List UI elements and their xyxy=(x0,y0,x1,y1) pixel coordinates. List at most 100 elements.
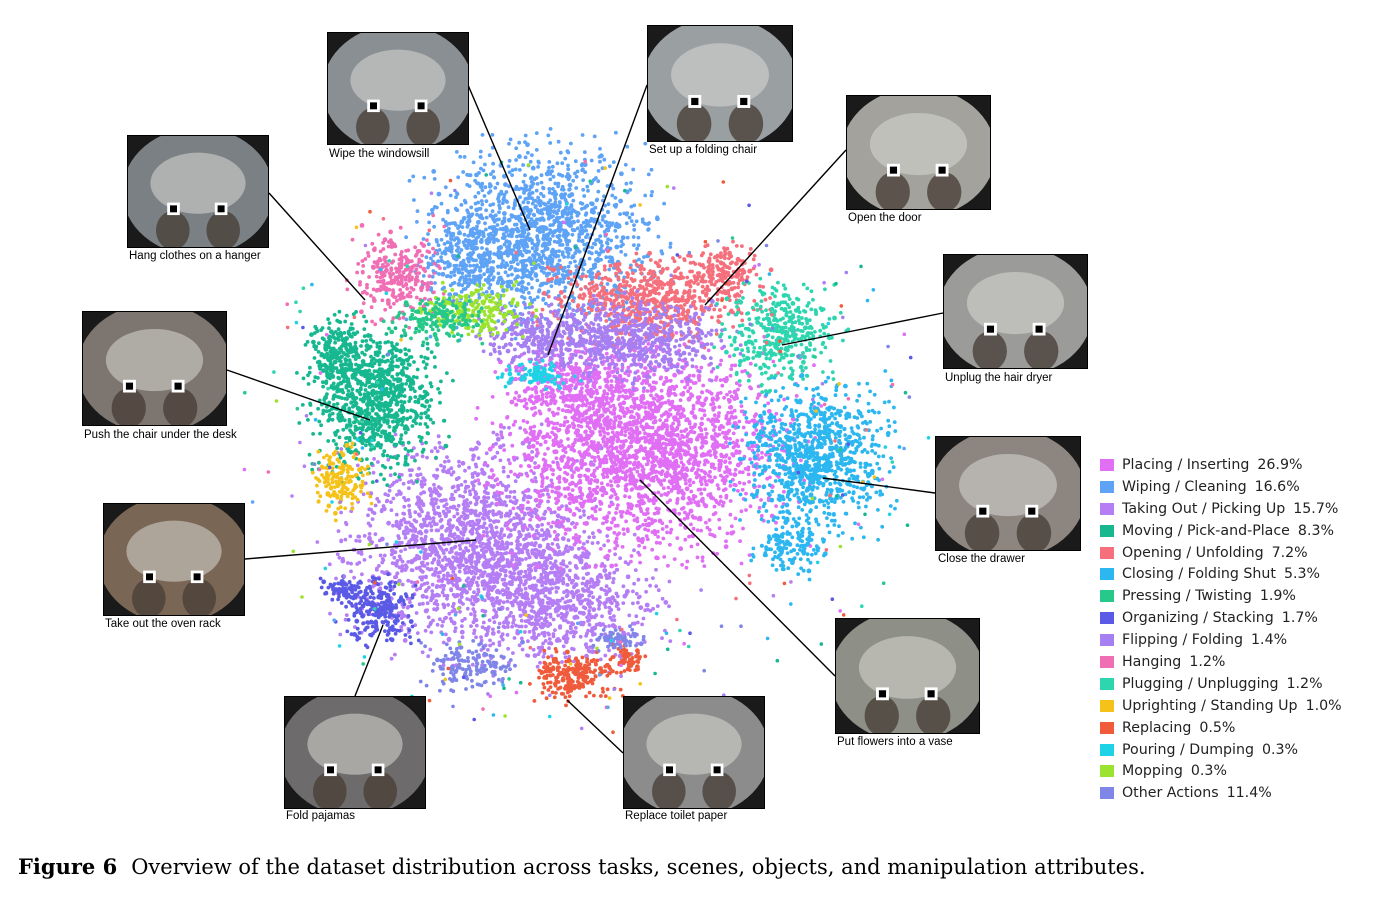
scatter-point xyxy=(483,162,487,167)
scatter-point xyxy=(362,534,367,538)
scatter-point xyxy=(501,564,505,569)
scatter-point xyxy=(461,510,466,515)
scatter-point xyxy=(527,238,532,243)
scatter-point xyxy=(445,577,449,582)
scatter-point xyxy=(475,406,480,410)
scatter-point xyxy=(516,228,520,232)
scatter-point xyxy=(565,593,570,598)
scatter-point xyxy=(509,399,515,405)
scatter-point xyxy=(598,146,602,151)
scatter-point xyxy=(474,527,479,532)
scatter-point xyxy=(426,232,430,236)
scatter-point xyxy=(571,521,575,525)
scatter-point xyxy=(463,278,467,283)
scatter-point xyxy=(625,574,631,580)
scatter-point xyxy=(623,494,627,499)
scatter-point xyxy=(521,200,526,205)
scatter-point xyxy=(668,639,673,643)
scatter-point xyxy=(527,576,531,581)
scatter-point xyxy=(553,196,558,201)
scatter-point xyxy=(392,555,397,560)
scatter-point xyxy=(489,596,494,601)
scatter-point xyxy=(438,584,443,589)
scatter-point xyxy=(604,584,609,589)
scatter-point xyxy=(545,575,550,580)
scatter-point xyxy=(682,414,686,418)
scatter-point xyxy=(607,587,612,592)
scatter-point xyxy=(529,508,533,513)
scatter-point xyxy=(537,198,542,203)
scatter-point xyxy=(432,557,437,562)
scatter-point xyxy=(617,223,622,228)
scatter-point xyxy=(458,494,462,498)
scatter-point xyxy=(538,230,542,235)
scatter-point xyxy=(404,520,409,525)
scatter-point xyxy=(513,552,518,556)
scatter-point xyxy=(587,612,592,617)
scatter-point xyxy=(491,266,495,271)
scatter-point xyxy=(541,296,546,301)
scatter-point xyxy=(491,641,496,646)
scatter-point xyxy=(559,195,564,200)
scatter-point xyxy=(639,424,644,428)
scatter-point xyxy=(691,373,696,378)
scatter-point xyxy=(532,297,537,302)
scatter-point xyxy=(572,228,577,233)
scatter-point xyxy=(498,458,503,463)
scatter-point xyxy=(434,599,439,603)
scatter-point xyxy=(548,141,553,145)
scatter-point xyxy=(535,234,540,238)
scatter-point xyxy=(472,575,476,579)
scatter-point xyxy=(425,608,430,613)
scatter-point xyxy=(530,548,535,553)
scatter-point xyxy=(538,442,543,447)
scatter-point xyxy=(632,548,636,553)
scatter-point xyxy=(435,622,440,627)
scatter-point xyxy=(433,522,437,527)
scatter-point xyxy=(420,509,424,514)
scatter-point xyxy=(444,233,449,238)
scatter-point xyxy=(638,605,644,610)
scatter-point xyxy=(550,191,555,196)
scatter-point xyxy=(548,126,553,131)
scatter-point xyxy=(612,203,617,208)
scatter-point xyxy=(338,632,343,637)
scatter-point xyxy=(715,483,720,487)
scatter-point xyxy=(454,236,459,241)
scatter-point xyxy=(521,240,526,245)
scatter-point xyxy=(352,575,356,580)
scatter-point xyxy=(407,480,411,484)
scatter-point xyxy=(499,514,504,519)
scatter-point xyxy=(491,627,495,632)
scatter-point xyxy=(520,558,524,562)
scatter-point xyxy=(474,513,478,518)
scatter-point xyxy=(729,524,734,529)
scatter-point xyxy=(500,632,505,637)
scatter-point xyxy=(478,206,483,211)
scatter-point xyxy=(625,589,630,594)
scatter-point xyxy=(509,541,514,546)
scatter-point xyxy=(534,188,539,193)
scatter-point xyxy=(689,489,694,494)
scatter-point xyxy=(457,518,462,523)
scatter-point xyxy=(640,220,645,224)
scatter-point xyxy=(505,563,510,568)
scatter-point xyxy=(496,630,501,634)
scatter-point xyxy=(389,500,393,504)
scatter-point xyxy=(537,253,541,257)
scatter-point xyxy=(505,511,509,516)
scatter-point xyxy=(539,281,545,287)
scatter-point xyxy=(453,573,457,578)
scatter-point xyxy=(583,225,588,229)
scatter-point xyxy=(605,482,610,487)
scatter-point xyxy=(680,433,684,438)
scatter-point xyxy=(644,577,649,582)
scatter-point xyxy=(509,264,514,269)
scatter-point xyxy=(510,551,514,556)
scatter-point xyxy=(572,584,576,589)
scatter-point xyxy=(524,592,530,597)
scatter-point xyxy=(512,636,517,640)
scatter-point xyxy=(508,490,513,494)
scatter-point xyxy=(404,317,409,322)
scatter-point xyxy=(388,473,393,478)
